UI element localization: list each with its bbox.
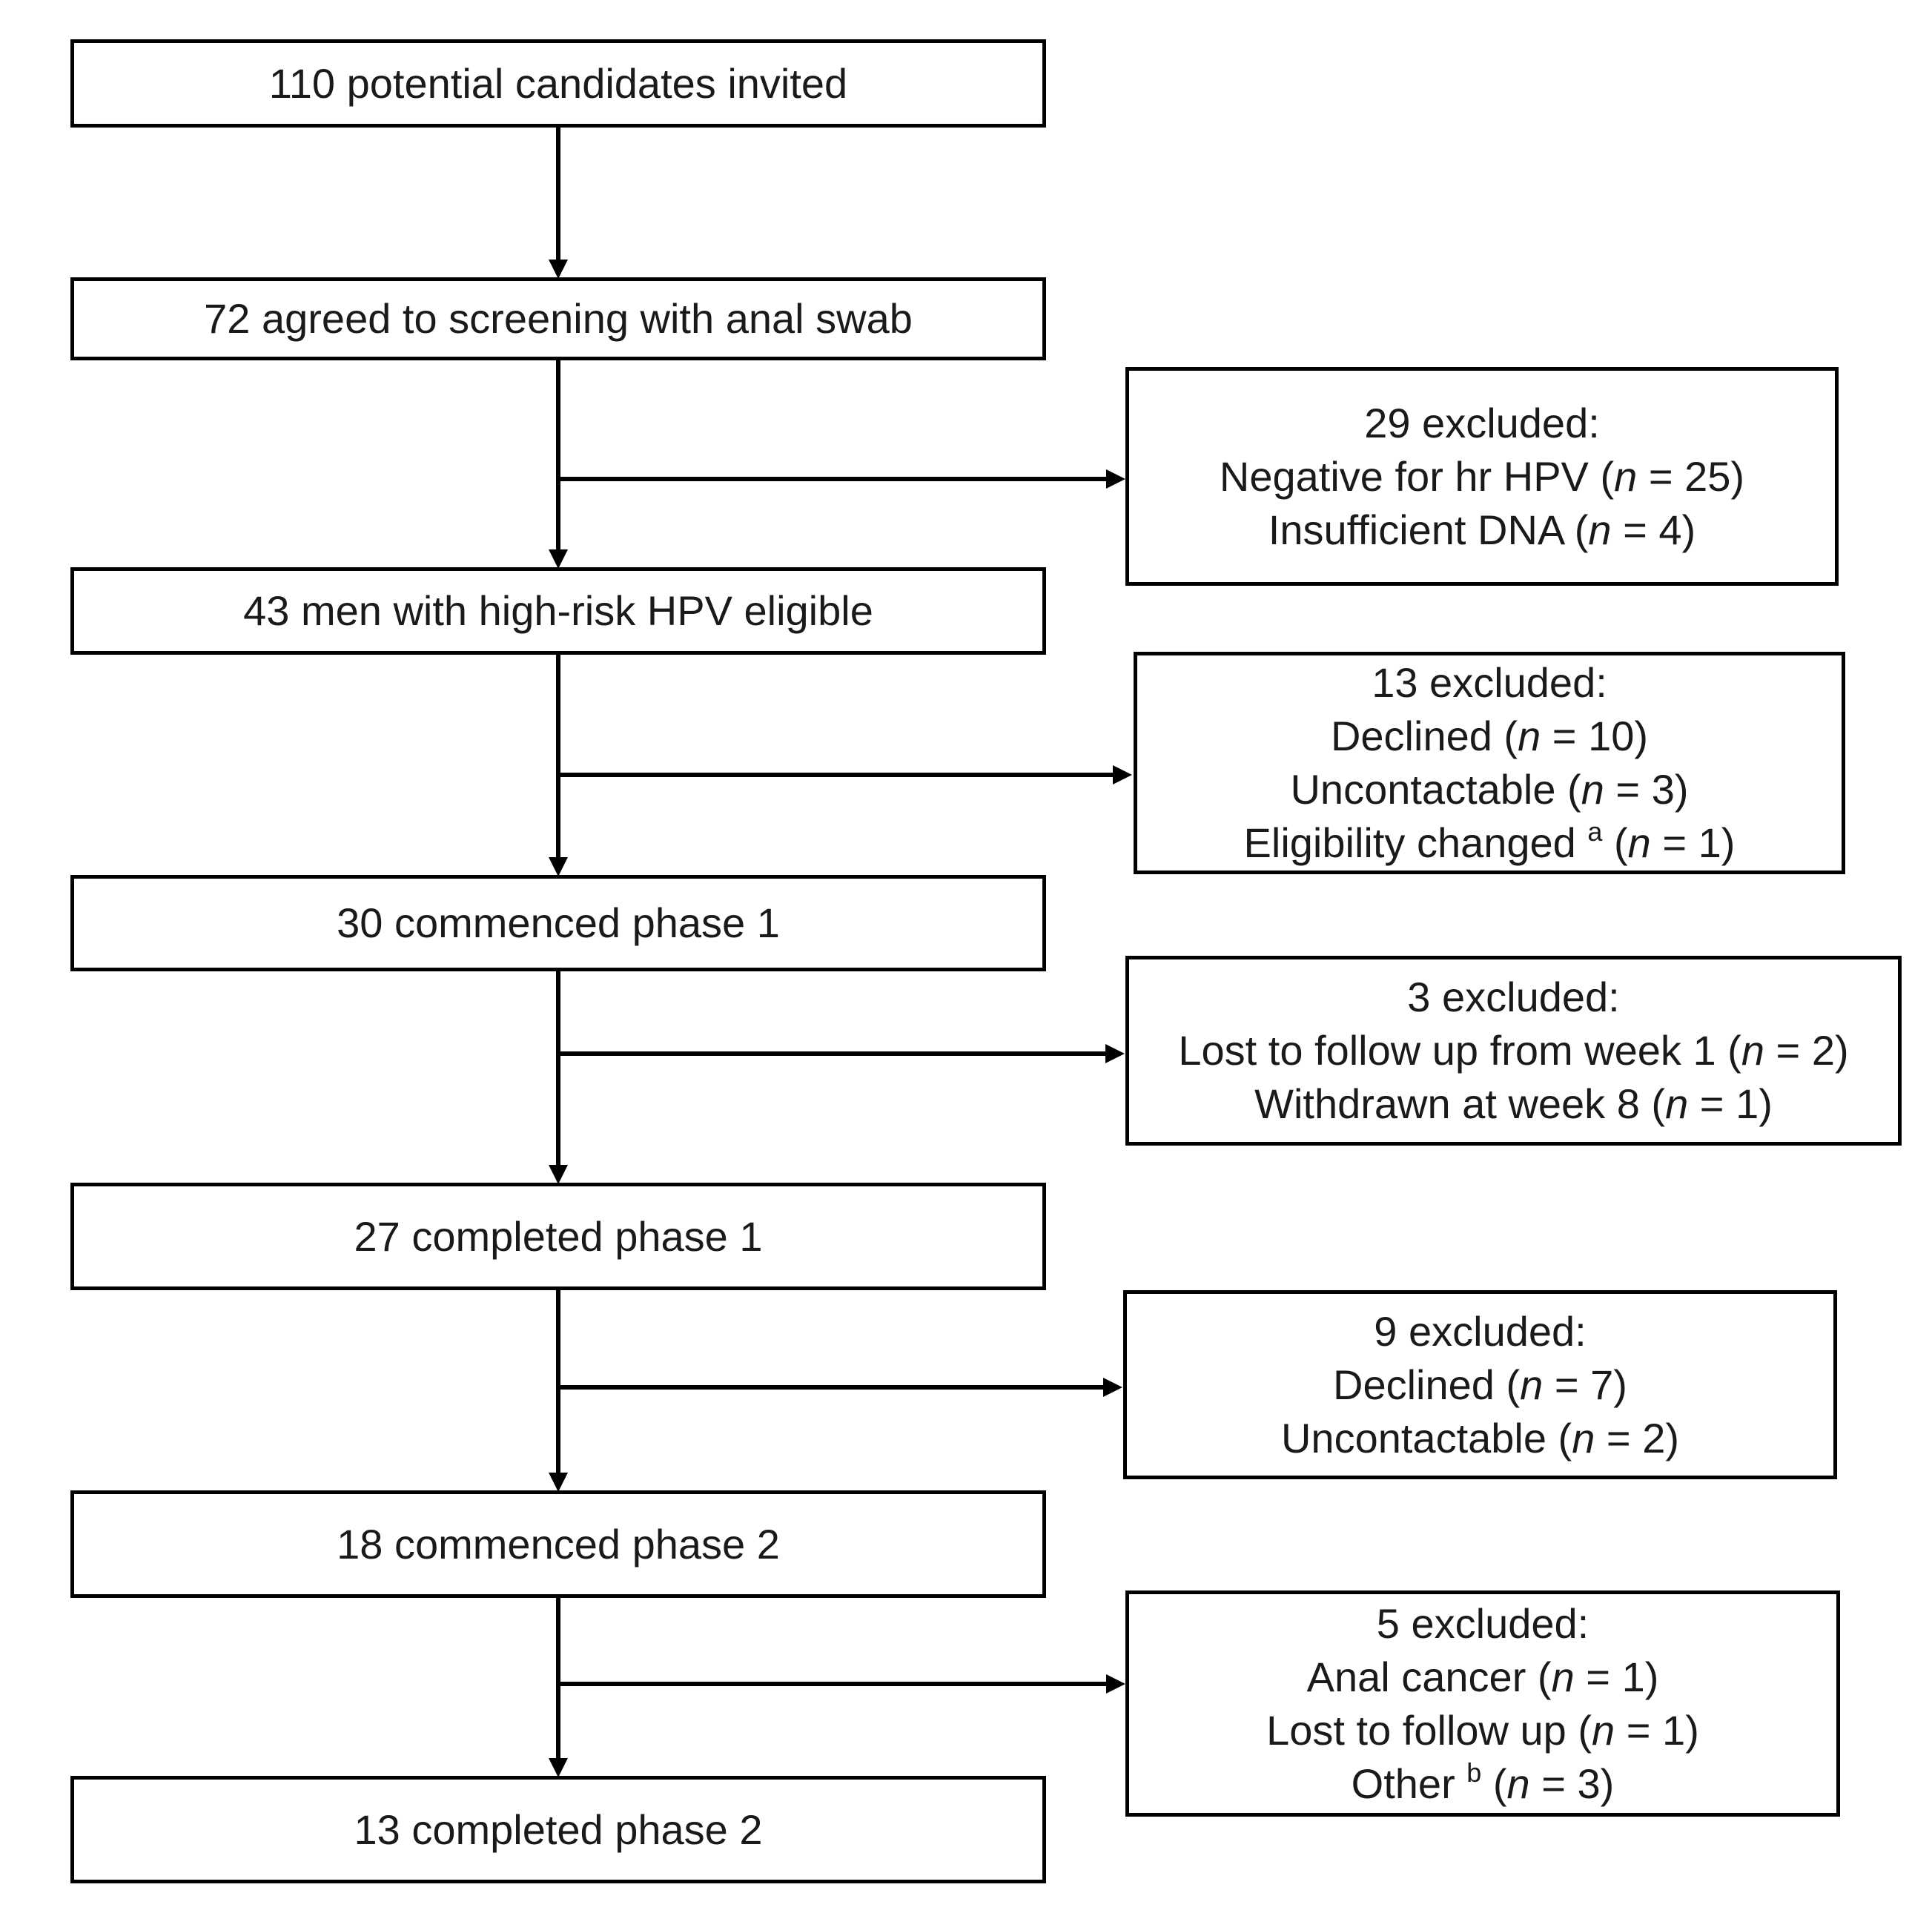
connector-line bbox=[556, 360, 560, 549]
connector-line bbox=[556, 1290, 560, 1473]
connector-line bbox=[556, 128, 560, 260]
flow-box-label: 72 agreed to screening with anal swab bbox=[204, 295, 913, 342]
footnote-marker: a bbox=[1587, 816, 1603, 847]
flow-box-screened: 72 agreed to screening with anal swab bbox=[70, 277, 1046, 360]
exclusion-title: 29 excluded: bbox=[1364, 399, 1600, 446]
arrowhead-right-icon bbox=[1103, 1378, 1122, 1397]
exclusion-reason: Uncontactable (n = 2) bbox=[1280, 1414, 1680, 1461]
connector-line bbox=[556, 1598, 560, 1758]
flow-box-commenced-phase-1: 30 commenced phase 1 bbox=[70, 875, 1046, 971]
footnote-marker: b bbox=[1466, 1757, 1482, 1788]
exclusion-box-phase-2: 5 excluded: Anal cancer (n = 1) Lost to … bbox=[1125, 1590, 1840, 1817]
arrowhead-right-icon bbox=[1106, 469, 1125, 489]
flow-box-label: 18 commenced phase 2 bbox=[337, 1520, 780, 1568]
branch-line bbox=[560, 1385, 1103, 1390]
exclusion-box-screening: 29 excluded: Negative for hr HPV (n = 25… bbox=[1125, 367, 1839, 586]
branch-line bbox=[560, 1682, 1106, 1686]
exclusion-reason: Negative for hr HPV (n = 25) bbox=[1219, 452, 1745, 500]
branch-line bbox=[560, 773, 1113, 777]
branch-line bbox=[560, 1051, 1105, 1056]
exclusion-title: 3 excluded: bbox=[1407, 974, 1620, 1020]
arrowhead-down-icon bbox=[549, 549, 568, 569]
exclusion-reason: Uncontactable (n = 3) bbox=[1290, 766, 1689, 813]
exclusion-box-eligibility: 13 excluded: Declined (n = 10) Uncontact… bbox=[1134, 652, 1845, 874]
exclusion-reason: Lost to follow up (n = 1) bbox=[1266, 1706, 1699, 1754]
exclusion-box-phase-1: 3 excluded: Lost to follow up from week … bbox=[1125, 956, 1902, 1146]
exclusion-box-between-phases: 9 excluded: Declined (n = 7) Uncontactab… bbox=[1123, 1290, 1837, 1479]
branch-line bbox=[560, 477, 1106, 481]
arrowhead-down-icon bbox=[549, 260, 568, 279]
flow-box-label: 30 commenced phase 1 bbox=[337, 899, 780, 946]
exclusion-reason: Anal cancer (n = 1) bbox=[1306, 1653, 1659, 1700]
exclusion-title: 5 excluded: bbox=[1376, 1599, 1589, 1647]
flow-box-completed-phase-1: 27 completed phase 1 bbox=[70, 1183, 1046, 1290]
exclusion-reason: Other b (n = 3) bbox=[1351, 1757, 1615, 1807]
arrowhead-right-icon bbox=[1105, 1044, 1125, 1063]
arrowhead-right-icon bbox=[1113, 765, 1132, 784]
arrowhead-down-icon bbox=[549, 1165, 568, 1184]
exclusion-reason: Eligibility changed a (n = 1) bbox=[1243, 816, 1736, 867]
exclusion-reason: Declined (n = 10) bbox=[1330, 713, 1649, 759]
arrowhead-right-icon bbox=[1106, 1674, 1125, 1694]
flow-box-eligible: 43 men with high-risk HPV eligible bbox=[70, 567, 1046, 655]
connector-line bbox=[556, 971, 560, 1165]
flow-box-label: 13 completed phase 2 bbox=[354, 1806, 763, 1853]
arrowhead-down-icon bbox=[549, 857, 568, 876]
exclusion-reason: Insufficient DNA (n = 4) bbox=[1268, 506, 1696, 553]
flow-box-label: 43 men with high-risk HPV eligible bbox=[243, 587, 873, 634]
connector-line bbox=[556, 655, 560, 857]
flow-box-label: 27 completed phase 1 bbox=[354, 1212, 763, 1260]
flow-box-label: 110 potential candidates invited bbox=[268, 59, 848, 107]
flow-box-completed-phase-2: 13 completed phase 2 bbox=[70, 1776, 1046, 1883]
exclusion-reason: Lost to follow up from week 1 (n = 2) bbox=[1178, 1027, 1849, 1074]
arrowhead-down-icon bbox=[549, 1758, 568, 1777]
arrowhead-down-icon bbox=[549, 1473, 568, 1492]
exclusion-reason: Declined (n = 7) bbox=[1333, 1361, 1627, 1408]
exclusion-reason: Withdrawn at week 8 (n = 1) bbox=[1254, 1080, 1773, 1127]
flow-box-invited: 110 potential candidates invited bbox=[70, 39, 1046, 128]
exclusion-title: 13 excluded: bbox=[1372, 659, 1607, 706]
exclusion-title: 9 excluded: bbox=[1374, 1307, 1587, 1355]
flow-box-commenced-phase-2: 18 commenced phase 2 bbox=[70, 1490, 1046, 1598]
